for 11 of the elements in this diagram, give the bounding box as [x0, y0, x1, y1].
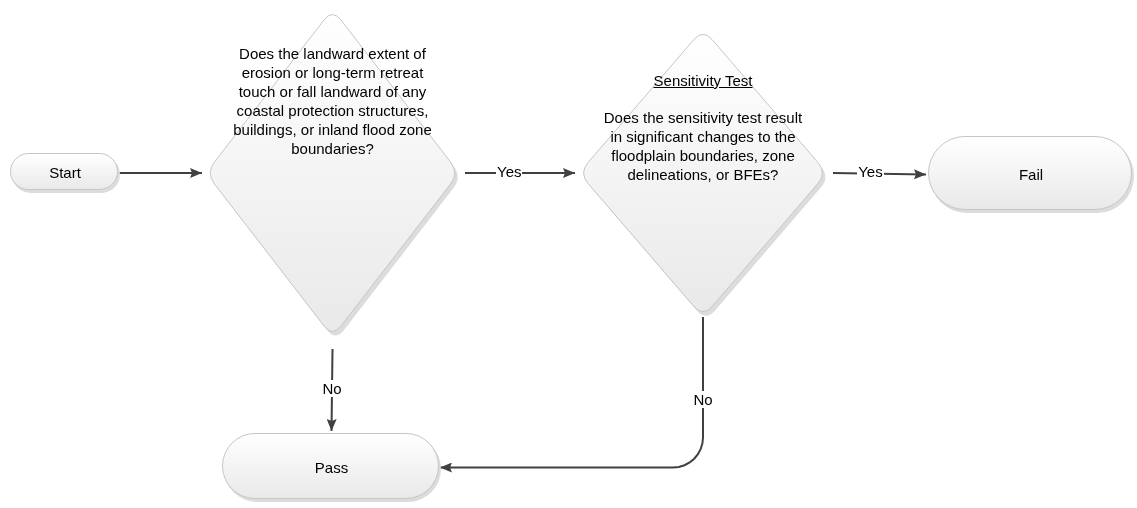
- node-label: Pass: [313, 458, 350, 477]
- terminator-pill: [10, 153, 120, 193]
- edge-label: No: [692, 390, 714, 408]
- edge-label: No: [321, 379, 343, 397]
- question-text: Does the landward extent of erosion or long-term retreat touch or fall landward of any coastal protection structures, buildings, or inland flood zone boundaries?: [232, 44, 433, 158]
- question-text: Does the sensitivity test result in significant changes to the floodplain boundaries, zone delineations, or BFEs?: [602, 108, 804, 184]
- node-label: Fail: [1017, 165, 1045, 184]
- node-label: Start: [48, 163, 82, 182]
- heading-text: Sensitivity Test: [652, 71, 754, 90]
- arrow: [118, 168, 203, 178]
- arrow: [439, 316, 704, 473]
